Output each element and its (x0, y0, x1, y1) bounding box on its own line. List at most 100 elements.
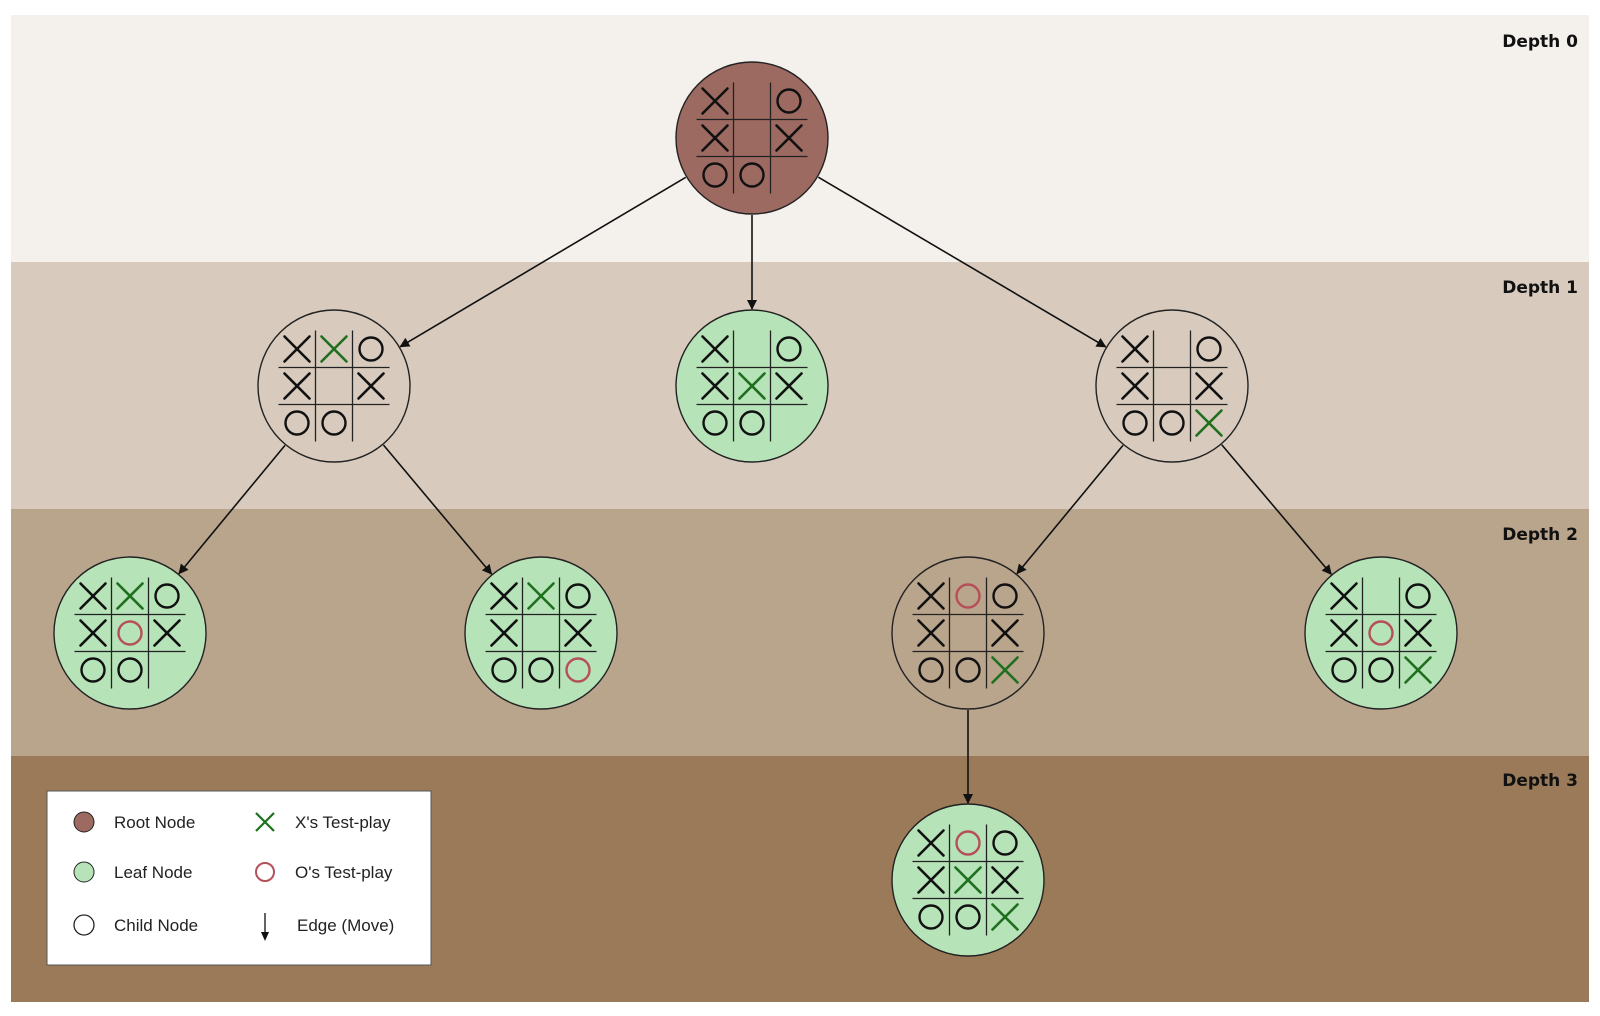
board-grid (278, 330, 390, 442)
x-test-play-mark (991, 656, 1019, 684)
node-d2-b (464, 556, 618, 710)
edge-d1-left-to-d2-a (178, 444, 286, 575)
x-mark (357, 372, 385, 400)
x-mark (1330, 619, 1358, 647)
board-grid (912, 824, 1024, 936)
child-node-legend-icon (73, 914, 95, 936)
o-mark (739, 410, 765, 436)
node-d2-a (53, 556, 207, 710)
edge-root-to-d1-left (399, 176, 687, 348)
legend-label-edge: Edge (Move) (297, 916, 394, 935)
legend-label-root: Root Node (114, 813, 195, 832)
o-mark (1368, 657, 1394, 683)
edge-d1-right-to-d2-d (1221, 444, 1332, 575)
o-mark (154, 583, 180, 609)
x-mark (79, 582, 107, 610)
o-mark (702, 162, 728, 188)
tree-nodes (53, 61, 1458, 957)
x-mark (701, 335, 729, 363)
x-mark (917, 866, 945, 894)
node-circle (257, 309, 411, 463)
x-mark (917, 829, 945, 857)
x-mark (564, 619, 592, 647)
node-circle (464, 556, 618, 710)
node-circle (891, 556, 1045, 710)
x-mark (991, 619, 1019, 647)
legend-label-child: Child Node (114, 916, 198, 935)
depth-labels: Depth 0 Depth 1 Depth 2 Depth 3 (1502, 32, 1578, 791)
o-mark (992, 830, 1018, 856)
o-mark (702, 410, 728, 436)
board-grid (696, 82, 808, 194)
x-test-play-mark (527, 582, 555, 610)
node-d1-middle (675, 309, 829, 463)
x-mark (701, 87, 729, 115)
o-test-play-mark (955, 830, 981, 856)
x-mark (701, 124, 729, 152)
o-mark (1405, 583, 1431, 609)
root-node-legend-icon (73, 811, 95, 833)
o-test-play-mark (117, 620, 143, 646)
node-circle (53, 556, 207, 710)
node-d2-d (1304, 556, 1458, 710)
o-test-play-mark (1368, 620, 1394, 646)
node-d3-a (891, 803, 1045, 957)
o-test-play-mark (565, 657, 591, 683)
o-mark (955, 904, 981, 930)
depth-label-1: Depth 1 (1502, 278, 1578, 298)
node-circle (1095, 309, 1249, 463)
x-mark (490, 619, 518, 647)
board-grid (485, 577, 597, 689)
edge-d1-right-to-d2-c (1016, 444, 1124, 575)
node-d2-c (891, 556, 1045, 710)
x-mark (917, 582, 945, 610)
board-grid (1325, 577, 1437, 689)
node-circle (1304, 556, 1458, 710)
o-mark (80, 657, 106, 683)
board-grid (1116, 330, 1228, 442)
o-mark (565, 583, 591, 609)
o-test-play-legend-icon (255, 862, 275, 882)
x-mark (153, 619, 181, 647)
node-d1-right (1095, 309, 1249, 463)
o-mark (321, 410, 347, 436)
o-mark (776, 336, 802, 362)
o-mark (284, 410, 310, 436)
o-mark (992, 583, 1018, 609)
o-mark (739, 162, 765, 188)
o-mark (528, 657, 554, 683)
x-mark (1330, 582, 1358, 610)
o-mark (1122, 410, 1148, 436)
x-mark (1195, 372, 1223, 400)
legend-label-x-test: X's Test-play (295, 813, 391, 832)
x-mark (701, 372, 729, 400)
x-mark (283, 335, 311, 363)
o-mark (1331, 657, 1357, 683)
x-mark (79, 619, 107, 647)
o-mark (918, 657, 944, 683)
o-mark (1159, 410, 1185, 436)
o-test-play-mark (955, 583, 981, 609)
node-root (675, 61, 829, 215)
x-mark (775, 124, 803, 152)
x-test-play-mark (116, 582, 144, 610)
edge-arrow-legend-icon (261, 913, 269, 941)
node-circle (675, 61, 829, 215)
o-mark (776, 88, 802, 114)
o-mark (117, 657, 143, 683)
legend-box (46, 790, 432, 966)
o-mark (1196, 336, 1222, 362)
depth-label-0: Depth 0 (1502, 32, 1578, 52)
x-mark (775, 372, 803, 400)
legend-label-leaf: Leaf Node (114, 863, 192, 882)
depth-label-3: Depth 3 (1502, 771, 1578, 791)
edge-root-to-d1-right (817, 176, 1107, 348)
leaf-node-legend-icon (73, 861, 95, 883)
x-mark (283, 372, 311, 400)
o-mark (491, 657, 517, 683)
o-mark (918, 904, 944, 930)
depth-label-2: Depth 2 (1502, 525, 1578, 545)
edge-d1-left-to-d2-b (382, 444, 493, 575)
node-d1-left (257, 309, 411, 463)
